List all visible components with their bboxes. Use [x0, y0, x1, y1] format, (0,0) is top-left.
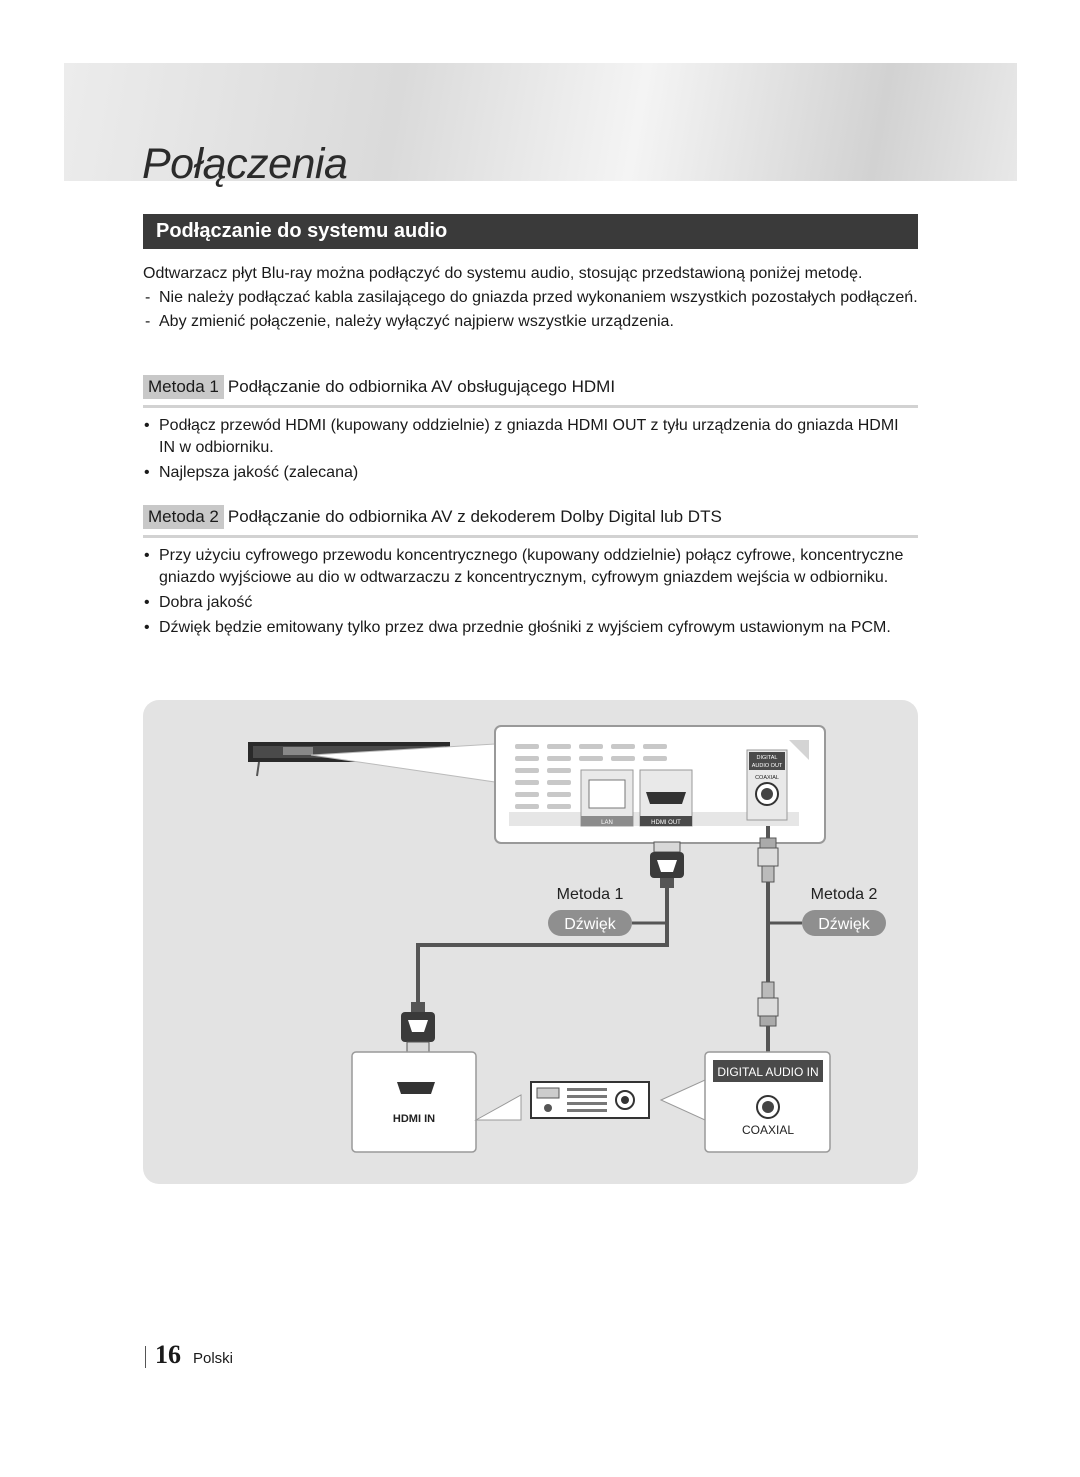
hdmi-cable: [416, 860, 669, 1010]
method2-label: Metoda 2: [811, 886, 878, 903]
method2-bullets: Przy użyciu cyfrowego przewodu koncentry…: [143, 542, 918, 639]
note-item: Aby zmienić połączenie, należy wyłączyć …: [143, 311, 918, 333]
chapter-banner: [64, 63, 1017, 181]
note-item: Nie należy podłączać kabla zasilającego …: [143, 287, 918, 309]
hdmi-out-label: HDMI OUT: [651, 820, 681, 826]
coax-plug-bottom-icon: [757, 981, 779, 1027]
player-back-panel: LAN HDMI OUT DIGITAL AUDIO OUT COAXIAL: [494, 725, 826, 844]
page-number: 16: [155, 1340, 181, 1369]
method1-pill: [548, 910, 632, 936]
coaxial-label: COAXIAL: [742, 1123, 794, 1137]
connection-diagram: LAN HDMI OUT DIGITAL AUDIO OUT COAXIAL: [143, 700, 918, 1184]
hdmi-in-label: HDMI IN: [393, 1113, 435, 1125]
bullet-item: Podłącz przewód HDMI (kupowany oddzielni…: [143, 415, 918, 459]
hdmi-plug-top-icon: [650, 841, 684, 888]
audio-out-label: AUDIO OUT: [752, 763, 783, 769]
bullet-item: Dźwięk będzie emitowany tylko przez dwa …: [143, 617, 918, 639]
method1-title: Podłączanie do odbiornika AV obsługujące…: [227, 377, 616, 396]
method1-label: Metoda 1: [557, 886, 624, 903]
connection-diagram-svg: LAN HDMI OUT DIGITAL AUDIO OUT COAXIAL: [248, 725, 886, 1153]
hdmi-plug-bottom-icon: [401, 1002, 435, 1053]
hdmi-port-icon: [397, 1082, 435, 1094]
method2-tag: Metoda 2: [143, 505, 224, 529]
intro-text: Odtwarzacz płyt Blu-ray można podłączyć …: [143, 265, 863, 282]
section-title-bar: Podłączanie do systemu audio: [143, 214, 918, 249]
av-receiver-icon: [530, 1081, 650, 1119]
method1-pill-label: Dźwięk: [564, 916, 617, 933]
digital-label: DIGITAL: [757, 755, 778, 761]
intro-block: Odtwarzacz płyt Blu-ray można podłączyć …: [143, 263, 918, 333]
method2-pill-label: Dźwięk: [818, 916, 871, 933]
method1-tag: Metoda 1: [143, 375, 224, 399]
digital-audio-in-panel: DIGITAL AUDIO IN COAXIAL: [704, 1051, 831, 1153]
page-language: Polski: [193, 1350, 234, 1367]
coaxial-small-label: COAXIAL: [755, 775, 779, 781]
method1-bullets: Podłącz przewód HDMI (kupowany oddzielni…: [143, 412, 918, 484]
coax-plug-top-icon: [757, 837, 779, 883]
bullet-item: Przy użyciu cyfrowego przewodu koncentry…: [143, 545, 918, 589]
bullet-item: Najlepsza jakość (zalecana): [143, 462, 918, 484]
bullet-item: Dobra jakość: [143, 592, 918, 614]
footer-divider: [145, 1346, 146, 1368]
chapter-title: Połączenia: [142, 140, 348, 188]
hdmi-in-panel: HDMI IN: [351, 1051, 477, 1153]
method2-title: Podłączanie do odbiornika AV z dekoderem…: [227, 507, 722, 526]
section-title: Podłączanie do systemu audio: [156, 220, 448, 242]
digital-audio-in-label: DIGITAL AUDIO IN: [717, 1065, 818, 1079]
method2-pill: [802, 910, 886, 936]
lan-label: LAN: [601, 820, 613, 826]
notes-list: Nie należy podłączać kabla zasilającego …: [143, 287, 918, 333]
